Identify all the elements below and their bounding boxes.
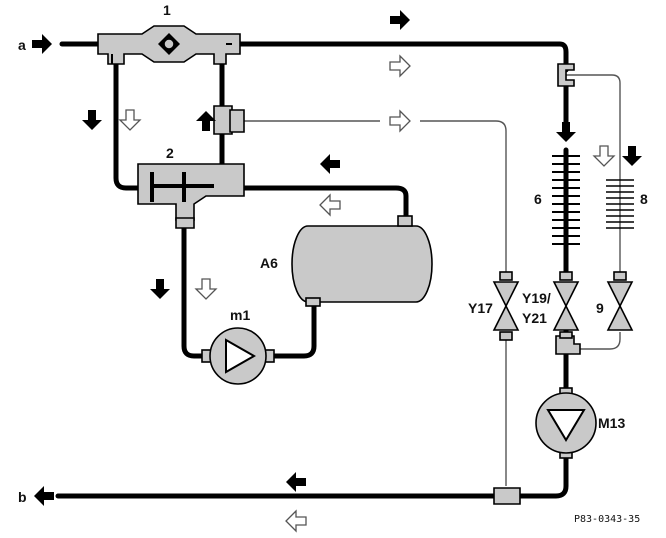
hollow-arrow-8 (593, 145, 615, 167)
valve-Y17 (492, 271, 520, 341)
hollow-arrow-mid (389, 110, 411, 132)
figure-code: P83-0343-35 (574, 514, 640, 525)
label-Y17: Y17 (468, 300, 493, 316)
reservoir-A6 (291, 215, 433, 307)
distributor-6 (552, 147, 580, 275)
arrow-down-8 (622, 146, 642, 166)
label-8: 8 (640, 191, 648, 207)
arrow-bottom-left (286, 472, 306, 492)
label-9: 9 (596, 300, 604, 316)
valve-9 (606, 271, 634, 331)
control-lines (238, 74, 621, 486)
label-6: 6 (534, 191, 542, 207)
t-junctions (229, 63, 581, 505)
distributor-8 (606, 179, 634, 229)
arrow-in-a (32, 34, 52, 54)
arrow-up (196, 111, 216, 131)
label-m1: m1 (230, 307, 250, 323)
hollow-arrow-m1 (195, 278, 217, 300)
valve-Y19-Y21 (552, 271, 580, 339)
arrow-down-m1 (150, 279, 170, 299)
port-label-a: a (18, 37, 26, 53)
arrow-down-6 (556, 122, 576, 142)
label-1: 1 (163, 2, 171, 18)
port-label-b: b (18, 489, 27, 505)
hollow-arrow-top (389, 55, 411, 77)
pump-m1 (201, 327, 275, 385)
arrow-down-left (82, 110, 102, 130)
label-A6: A6 (260, 255, 278, 271)
pump-M13 (535, 387, 597, 459)
hollow-arrow-return (319, 194, 341, 216)
label-2: 2 (166, 145, 174, 161)
hollow-arrow-left (119, 109, 141, 131)
component-2-valve-block (137, 105, 245, 229)
label-M13: M13 (598, 415, 625, 431)
component-1-distributor (97, 25, 241, 65)
label-Y21: Y21 (522, 310, 547, 326)
arrow-return-left (320, 154, 340, 174)
main-lines (55, 41, 569, 499)
label-Y19: Y19/ (522, 290, 551, 306)
arrow-top-right (390, 10, 410, 30)
hollow-arrow-bottom (285, 510, 307, 532)
arrow-out-b (34, 486, 54, 506)
